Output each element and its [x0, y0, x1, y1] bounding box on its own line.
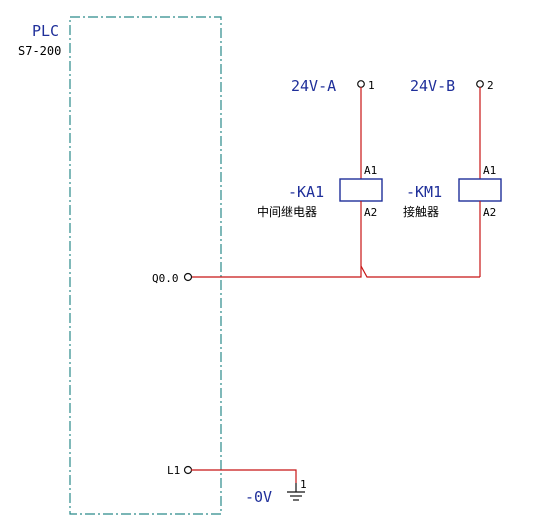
supply-b-terminal-number: 2: [487, 79, 494, 92]
contactor-coil-km1[interactable]: [458, 178, 502, 202]
supply-b-label: 24V-B: [410, 77, 455, 95]
supply-a-terminal[interactable]: [357, 80, 365, 88]
ka1-pin-a2: A2: [364, 206, 377, 219]
km1-pin-a1: A1: [483, 164, 496, 177]
wire-q00-to-ka1: [191, 266, 362, 278]
relay-tag: -KA1: [288, 183, 324, 201]
plc-output-q00-label: Q0.0: [152, 272, 179, 285]
supply-b-terminal[interactable]: [476, 80, 484, 88]
plc-common-l1-terminal[interactable]: [183, 465, 193, 475]
ground-label: -0V: [245, 488, 272, 506]
relay-description: 中间继电器: [257, 204, 317, 219]
plc-title: PLC: [32, 22, 59, 40]
km1-pin-a2: A2: [483, 206, 496, 219]
supply-a-label: 24V-A: [291, 77, 336, 95]
ground-terminal-number: 1: [300, 478, 307, 491]
contactor-description: 接触器: [403, 204, 439, 219]
plc-boundary: [69, 16, 222, 515]
ground-icon: [287, 483, 305, 501]
contactor-tag: -KM1: [406, 183, 442, 201]
wire-l1-to-ground: [191, 469, 297, 483]
plc-model: S7-200: [18, 44, 61, 58]
supply-a-terminal-number: 1: [368, 79, 375, 92]
wire-ka1-to-km1-crossover: [360, 265, 480, 278]
plc-output-q00-terminal[interactable]: [183, 272, 193, 282]
plc-common-l1-label: L1: [167, 464, 180, 477]
ka1-pin-a1: A1: [364, 164, 377, 177]
relay-coil-ka1[interactable]: [339, 178, 383, 202]
